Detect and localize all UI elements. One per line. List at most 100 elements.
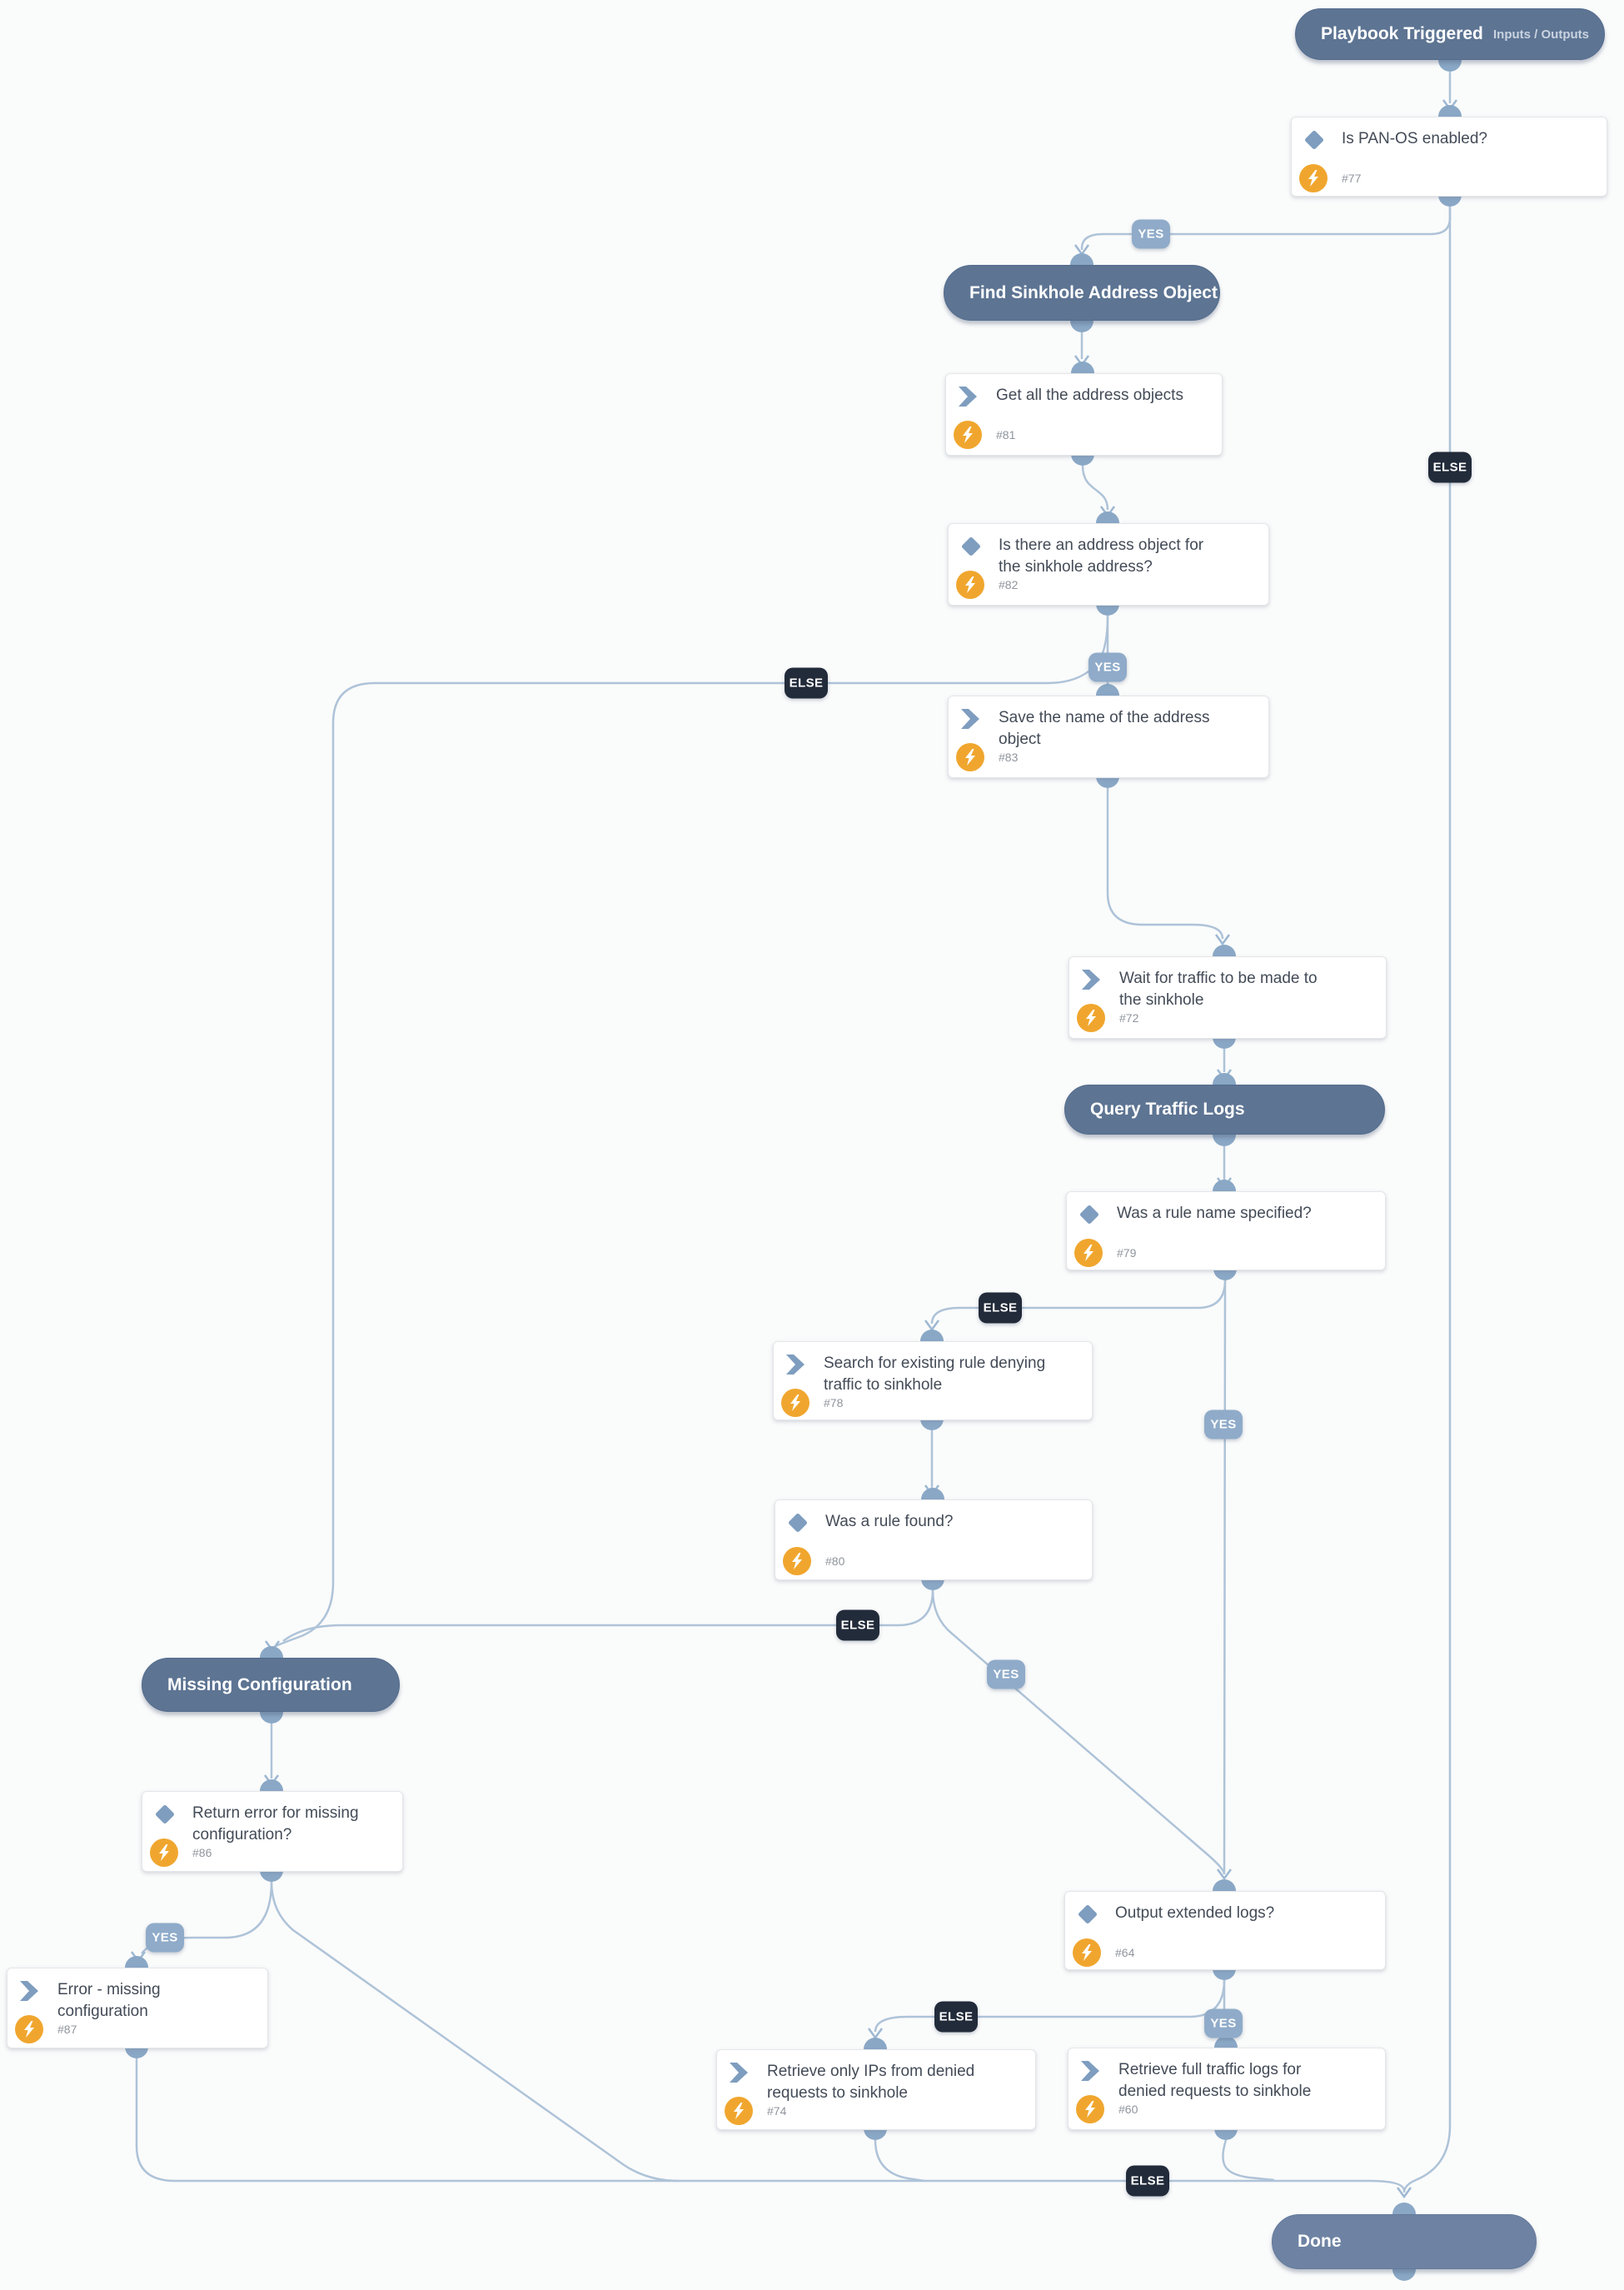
header-missing-configuration[interactable]: Missing Configuration bbox=[142, 1658, 400, 1712]
lightning-bolt-icon bbox=[956, 743, 984, 771]
lightning-bolt-icon bbox=[956, 571, 984, 599]
branch-label-yes-86: YES bbox=[146, 1923, 184, 1953]
condition-icon bbox=[1074, 1901, 1101, 1928]
task-72-wait-for-traffic[interactable]: Wait for traffic to be made to the sinkh… bbox=[1069, 956, 1387, 1039]
task-id: #60 bbox=[1118, 2103, 1138, 2116]
task-title: Was a rule name specified? bbox=[1117, 1205, 1312, 1222]
edge-77-else bbox=[1402, 207, 1452, 2193]
edge-87-to-done bbox=[135, 2058, 1406, 2192]
edge-81-to-82 bbox=[1081, 465, 1109, 511]
task-title: Was a rule found? bbox=[825, 1513, 954, 1530]
edge-77-yes bbox=[1080, 207, 1452, 250]
task-64-output-extended-logs[interactable]: Output extended logs? #64 bbox=[1064, 1891, 1386, 1970]
branch-label-else-82: ELSE bbox=[785, 667, 828, 699]
branch-label-else-64: ELSE bbox=[934, 2001, 978, 2033]
task-title: Is there an address object for the sinkh… bbox=[999, 536, 1204, 576]
lightning-bolt-icon bbox=[725, 2097, 753, 2125]
task-87-error-missing-configuration[interactable]: Error - missing configuration #87 bbox=[7, 1968, 268, 2048]
branch-label-else-86: ELSE bbox=[1126, 2165, 1169, 2197]
edge-80-else bbox=[282, 1589, 934, 1642]
task-83-save-address-object-name[interactable]: Save the name of the address object #83 bbox=[948, 696, 1269, 778]
lightning-bolt-icon bbox=[1073, 1938, 1101, 1967]
branch-label-yes-79: YES bbox=[1204, 1409, 1243, 1439]
task-title: Is PAN-OS enabled? bbox=[1342, 130, 1487, 147]
task-title: Error - missing configuration bbox=[57, 1981, 161, 2020]
task-id: #82 bbox=[999, 578, 1019, 591]
header-label: Missing Configuration bbox=[167, 1674, 352, 1694]
task-chevron-icon bbox=[958, 706, 984, 732]
lightning-bolt-icon bbox=[1074, 1239, 1103, 1267]
task-60-retrieve-full-traffic-logs[interactable]: Retrieve full traffic logs for denied re… bbox=[1068, 2048, 1386, 2130]
branch-label-else-79: ELSE bbox=[979, 1292, 1022, 1324]
edge-60-out bbox=[1222, 2139, 1275, 2182]
task-74-retrieve-denied-ips[interactable]: Retrieve only IPs from denied requests t… bbox=[716, 2049, 1036, 2130]
task-chevron-icon bbox=[726, 2059, 753, 2086]
task-id: #83 bbox=[999, 751, 1019, 764]
condition-icon bbox=[1301, 127, 1328, 153]
edge-79-else bbox=[930, 1280, 1227, 1325]
task-chevron-icon bbox=[955, 383, 982, 410]
task-title: Search for existing rule denying traffic… bbox=[824, 1355, 1046, 1394]
task-title: Wait for traffic to be made to the sinkh… bbox=[1119, 970, 1318, 1009]
branch-label-yes-77: YES bbox=[1132, 219, 1170, 249]
task-id: #87 bbox=[57, 2023, 77, 2036]
header-label: Playbook Triggered bbox=[1321, 24, 1483, 43]
lightning-bolt-icon bbox=[15, 2015, 43, 2043]
edge-80-yes bbox=[931, 1589, 1226, 1875]
branch-label-else-77: ELSE bbox=[1428, 452, 1472, 483]
lightning-bolt-icon bbox=[1076, 2095, 1104, 2123]
lightning-bolt-icon bbox=[150, 1838, 178, 1867]
task-81-get-address-objects[interactable]: Get all the address objects #81 bbox=[945, 373, 1223, 456]
header-find-sinkhole-address-object[interactable]: Find Sinkhole Address Object bbox=[944, 265, 1220, 321]
task-86-return-error-condition[interactable]: Return error for missing configuration? … bbox=[142, 1791, 403, 1872]
lightning-bolt-icon bbox=[954, 421, 982, 449]
task-79-rule-name-specified[interactable]: Was a rule name specified? #79 bbox=[1066, 1191, 1386, 1270]
connector-arrowheads bbox=[130, 99, 1458, 2199]
task-title: Return error for missing configuration? bbox=[192, 1804, 359, 1843]
branch-label-yes-64: YES bbox=[1204, 2008, 1243, 2038]
task-80-was-rule-found[interactable]: Was a rule found? #80 bbox=[775, 1499, 1093, 1580]
task-id: #80 bbox=[825, 1554, 845, 1568]
condition-icon bbox=[1076, 1201, 1103, 1228]
task-id: #64 bbox=[1115, 1946, 1135, 1959]
edge-74-out bbox=[874, 2139, 925, 2183]
header-label: Done bbox=[1298, 2232, 1342, 2251]
lightning-bolt-icon bbox=[783, 1547, 811, 1575]
edge-79-yes bbox=[1223, 1280, 1227, 1873]
header-done[interactable]: Done bbox=[1272, 2214, 1537, 2269]
branch-label-else-80: ELSE bbox=[836, 1609, 879, 1641]
lightning-bolt-icon bbox=[1299, 164, 1328, 192]
task-id: #79 bbox=[1117, 1246, 1137, 1260]
task-id: #86 bbox=[192, 1846, 212, 1859]
task-82-address-object-exists[interactable]: Is there an address object for the sinkh… bbox=[948, 523, 1269, 606]
task-77-is-panos-enabled[interactable]: Is PAN-OS enabled? #77 bbox=[1291, 117, 1607, 197]
task-title: Save the name of the address object bbox=[999, 709, 1210, 748]
task-chevron-icon bbox=[17, 1978, 43, 2004]
task-title: Output extended logs? bbox=[1115, 1904, 1275, 1922]
edge-64-else bbox=[874, 1979, 1226, 2033]
task-title: Retrieve full traffic logs for denied re… bbox=[1118, 2061, 1312, 2100]
task-chevron-icon bbox=[1079, 966, 1105, 993]
task-chevron-icon bbox=[783, 1351, 810, 1378]
branch-label-yes-82: YES bbox=[1088, 652, 1127, 682]
condition-icon bbox=[785, 1509, 811, 1536]
edge-83-to-72 bbox=[1106, 788, 1224, 940]
branch-label-yes-80: YES bbox=[987, 1659, 1025, 1689]
edge-86-else bbox=[270, 1881, 680, 2183]
header-label: Query Traffic Logs bbox=[1090, 1100, 1245, 1119]
task-78-search-existing-rule[interactable]: Search for existing rule denying traffic… bbox=[773, 1341, 1093, 1420]
task-id: #81 bbox=[996, 428, 1016, 442]
condition-icon bbox=[152, 1801, 178, 1828]
lightning-bolt-icon bbox=[781, 1389, 810, 1417]
task-id: #72 bbox=[1119, 1011, 1139, 1025]
task-id: #74 bbox=[767, 2104, 787, 2118]
header-query-traffic-logs[interactable]: Query Traffic Logs bbox=[1064, 1085, 1385, 1135]
lightning-bolt-icon bbox=[1077, 1004, 1105, 1032]
task-id: #78 bbox=[824, 1396, 844, 1409]
header-label: Find Sinkhole Address Object bbox=[969, 282, 1218, 302]
header-playbook-triggered[interactable]: Playbook Triggered Inputs / Outputs bbox=[1295, 8, 1605, 60]
task-id: #77 bbox=[1342, 172, 1362, 185]
inputs-outputs-link[interactable]: Inputs / Outputs bbox=[1493, 27, 1589, 42]
task-chevron-icon bbox=[1078, 2058, 1104, 2084]
